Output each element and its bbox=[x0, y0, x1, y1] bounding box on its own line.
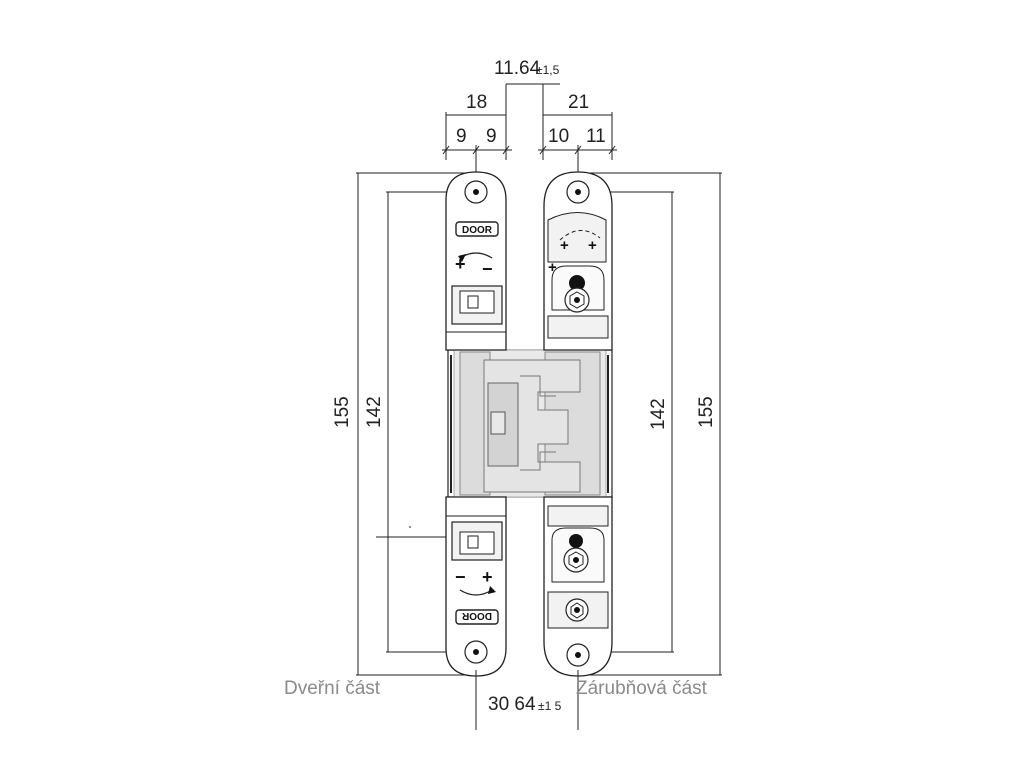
frame-leaf-top: + + + bbox=[543, 171, 613, 351]
dim-bottom-value: 30 64 bbox=[488, 694, 536, 715]
door-part-caption: Dveřní část bbox=[284, 678, 381, 699]
frame-leaf-bottom bbox=[543, 496, 613, 677]
svg-text:DOOR: DOOR bbox=[461, 610, 492, 621]
minus-icon: − bbox=[482, 259, 493, 279]
minus-icon: − bbox=[455, 567, 466, 587]
bottom-dimensions bbox=[475, 670, 579, 730]
dim-right-outer-height: 155 bbox=[696, 396, 717, 428]
dim-left-inner-height: 142 bbox=[364, 396, 385, 428]
dim-top-offset-tol: ±1,5 bbox=[536, 63, 560, 77]
dim-left-half-a: 9 bbox=[456, 126, 467, 147]
dim-left-outer-height: 155 bbox=[332, 396, 353, 428]
svg-text:DOOR: DOOR bbox=[462, 225, 493, 236]
plus-icon: + bbox=[455, 254, 466, 274]
plus-icon: + bbox=[588, 237, 597, 254]
dim-left-width: 18 bbox=[466, 92, 487, 113]
plus-icon: + bbox=[548, 259, 557, 276]
plus-icon: + bbox=[482, 567, 493, 587]
top-dimensions: 11.64 ±1,5 18 9 9 21 10 11 bbox=[442, 58, 617, 175]
door-mark-bottom bbox=[455, 609, 499, 625]
plus-icon: + bbox=[560, 237, 569, 254]
dim-right-width: 21 bbox=[568, 92, 589, 113]
dim-top-offset: 11.64 bbox=[494, 58, 541, 79]
dim-left-half-b: 9 bbox=[486, 126, 497, 147]
dim-bottom-tol: ±1 5 bbox=[538, 699, 562, 713]
dim-right-inner-height: 142 bbox=[648, 398, 669, 430]
door-mark-top bbox=[455, 221, 499, 237]
dim-right-part-b: 11 bbox=[586, 126, 606, 147]
door-leaf-bottom: − + DOOR bbox=[445, 496, 507, 677]
frame-part-caption: Zárubňová část bbox=[576, 678, 708, 699]
door-leaf-top: DOOR + − bbox=[445, 171, 507, 351]
hinge-center-body bbox=[447, 349, 613, 498]
dim-right-part-a: 10 bbox=[548, 126, 569, 147]
